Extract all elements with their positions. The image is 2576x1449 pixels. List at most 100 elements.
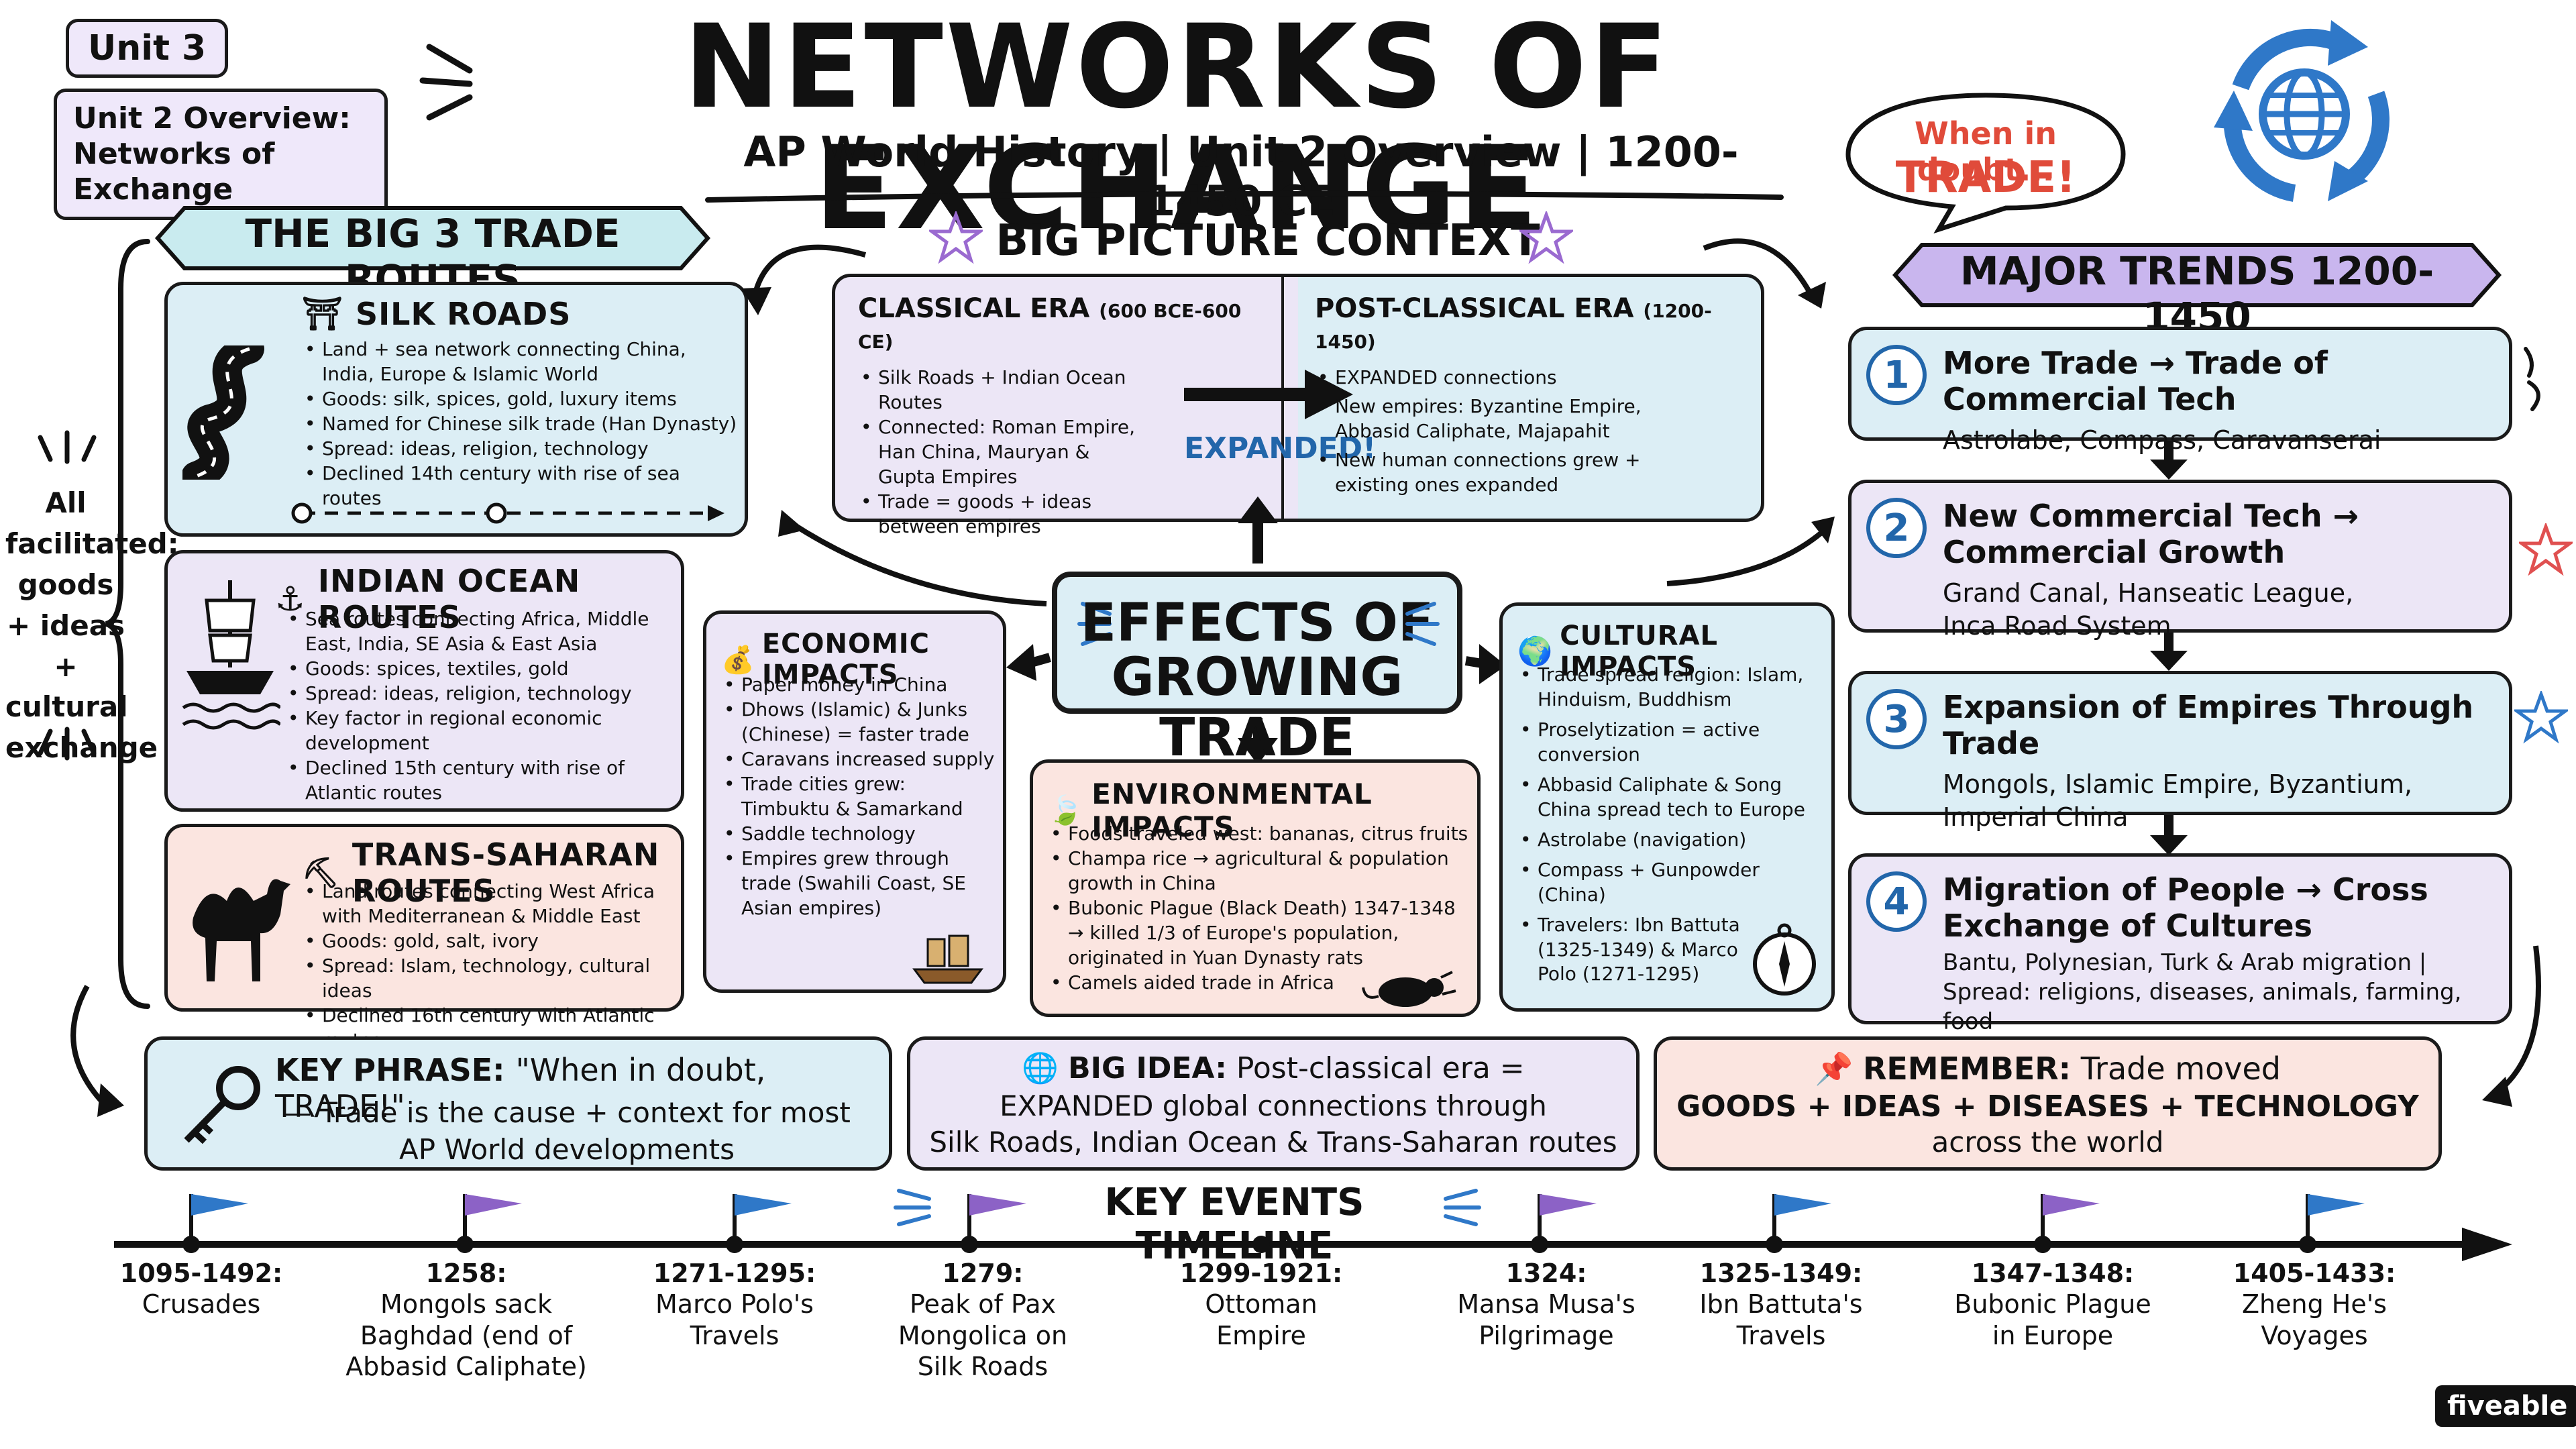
key-phrase-label: KEY PHRASE:	[275, 1052, 505, 1088]
cultural-card: 🌍 CULTURAL IMPACTS Trade spread religion…	[1499, 602, 1835, 1012]
emphasis-lines-icon	[38, 430, 97, 464]
ship-icon	[182, 580, 280, 730]
silk-roads-card: ⛩ SILK ROADS Land + sea network connecti…	[164, 282, 748, 537]
big-idea-body-1: Post-classical era =	[1236, 1051, 1525, 1085]
trend-sub: Bantu, Polynesian, Turk & Arab migration…	[1943, 949, 2462, 1036]
star-icon	[1519, 211, 1573, 264]
trend-title: Expansion of Empires Through Trade	[1943, 689, 2474, 761]
classical-title: CLASSICAL ERA	[858, 293, 1090, 324]
big3-banner-shape	[154, 206, 711, 270]
classical-item: Silk Roads + Indian Ocean Routes	[858, 366, 1146, 415]
post-item: New human connections grew + existing on…	[1315, 448, 1704, 498]
timeline-axis	[114, 1194, 2512, 1261]
environmental-card: 🍃 ENVIRONMENTAL IMPACTS Foods traveled w…	[1030, 759, 1481, 1017]
classical-item: Connected: Roman Empire, Han China, Maur…	[858, 415, 1146, 490]
camel-icon	[193, 879, 290, 981]
key-phrase-quote: "When in doubt, TRADE!"	[275, 1052, 766, 1124]
environmental-item: Foods traveled west: bananas, citrus fru…	[1048, 822, 1470, 847]
classical-item: Trade = goods + ideas between empires	[858, 490, 1146, 539]
emphasis-lines-icon	[1077, 602, 1112, 646]
silk-item: Declined 14th century with rise of sea r…	[302, 462, 738, 511]
sahara-item: Goods: gold, salt, ivory	[302, 929, 678, 954]
trend-number: 3	[1866, 689, 1927, 749]
economic-card: 💰 ECONOMIC IMPACTS Paper money in China …	[703, 610, 1006, 993]
big-idea-card: 🌐 BIG IDEA: Post-classical era = EXPANDE…	[907, 1036, 1640, 1171]
trend-title: More Trade → Trade of Commercial Tech	[1943, 345, 2328, 417]
key-icon	[184, 1066, 260, 1144]
brand-logo[interactable]: fiveable	[2435, 1385, 2576, 1427]
sahara-item: Spread: Islam, technology, cultural idea…	[302, 954, 678, 1004]
key-phrase-body: — Trade is the cause + context for most …	[283, 1096, 851, 1166]
trend-sub: Mongols, Islamic Empire, Byzantium, Impe…	[1943, 769, 2412, 833]
trend-sub: Astrolabe, Compass, Caravanserai	[1943, 425, 2381, 455]
post-title: POST-CLASSICAL ERA	[1315, 293, 1634, 324]
title-underline	[705, 191, 1784, 203]
indian-item: Spread: ideas, religion, technology	[285, 682, 674, 706]
effects-center-box: EFFECTS OF GROWING TRADE	[1052, 572, 1462, 768]
globe-icon: 🌐	[1022, 1051, 1059, 1085]
emphasis-lines-icon	[2524, 347, 2540, 411]
remember-label: REMEMBER:	[1862, 1051, 2072, 1087]
context-heading: BIG PICTURE CONTEXT	[996, 216, 1540, 266]
post-item: EXPANDED connections	[1315, 366, 1704, 390]
indian-item: Key factor in regional economic developm…	[285, 706, 674, 756]
economic-item: Saddle technology	[721, 822, 996, 847]
trend-title: New Commercial Tech → Commercial Growth	[1943, 498, 2359, 570]
trend-number: 4	[1866, 871, 1927, 932]
environmental-item: Bubonic Plague (Black Death) 1347-1348 →…	[1048, 896, 1470, 971]
speech-line-1: When in doubt...	[1915, 115, 2057, 188]
trend-card-4: 4 Migration of People → Cross Exchange o…	[1848, 853, 2512, 1035]
timeline-event: 1324:Mansa Musa's Pilgrimage	[1457, 1258, 1635, 1350]
silk-item: Spread: ideas, religion, technology	[302, 437, 738, 462]
junk-ship-icon	[912, 934, 983, 984]
key-phrase-card: KEY PHRASE: "When in doubt, TRADE!" — Tr…	[144, 1036, 892, 1171]
timeline-event: 1325-1349:Ibn Battuta's Travels	[1699, 1258, 1863, 1350]
post-dates: (1200-1450)	[1315, 300, 1712, 353]
timeline-event: 1299-1921:Ottoman Empire	[1179, 1258, 1343, 1350]
star-icon	[929, 211, 983, 264]
classical-dates: (600 BCE-600 CE)	[858, 300, 1242, 353]
economic-item: Dhows (Islamic) & Junks (Chinese) = fast…	[721, 698, 996, 747]
trend-number: 1	[1866, 345, 1927, 405]
emphasis-lines-icon	[38, 727, 97, 761]
trends-banner: MAJOR TRENDS 1200-1450	[1960, 248, 2434, 339]
center-line-2: GROWING TRADE	[1111, 647, 1403, 768]
trends-banner-shape	[1892, 243, 2502, 307]
trend-sub: Grand Canal, Hanseatic League, Inca Road…	[1943, 578, 2354, 641]
emphasis-lines-icon	[1444, 1189, 1481, 1226]
center-line-1: EFFECTS OF	[1080, 593, 1434, 653]
environmental-item: Champa rice → agricultural & population …	[1048, 847, 1470, 896]
big-idea-label: BIG IDEA:	[1068, 1051, 1227, 1085]
cultural-item: Compass + Gunpowder (China)	[1517, 858, 1826, 908]
cultural-item: Abbasid Caliphate & Song China spread te…	[1517, 773, 1826, 822]
trend-card-1: 1 More Trade → Trade of Commercial Tech …	[1848, 327, 2512, 455]
indian-ocean-card: ⚓ INDIAN OCEAN ROUTES Sea routes connect…	[164, 550, 684, 812]
timeline-event: 1258:Mongols sack Baghdad (end of Abbasi…	[345, 1258, 587, 1382]
compass-icon	[1753, 923, 1816, 996]
timeline-event: 1279:Peak of Pax Mongolica on Silk Roads	[898, 1258, 1068, 1382]
page-subtitle: AP World History | Unit 2 Overview | 120…	[743, 127, 1739, 225]
pushpin-icon: 📌	[1815, 1051, 1854, 1087]
timeline-event: 1405-1433:Zheng He's Voyages	[2233, 1258, 2396, 1350]
environmental-item: Camels aided trade in Africa	[1048, 971, 1363, 996]
globe-icon: 🌍	[1517, 635, 1554, 667]
timeline-markers	[182, 1194, 2365, 1253]
speech-line-2: TRADE!	[1895, 153, 2076, 203]
silk-item: Named for Chinese silk trade (Han Dynast…	[302, 412, 738, 437]
economic-item: Caravans increased supply	[721, 747, 996, 772]
speech-bubble-shape	[1845, 93, 2126, 234]
trans-saharan-card: ⛏ TRANS-SAHARAN ROUTES Land routes conne…	[164, 824, 684, 1051]
trend-card-2: 2 New Commercial Tech → Commercial Growt…	[1848, 480, 2512, 641]
unit-tag: Unit 3	[66, 19, 229, 78]
trend-title: Migration of People → Cross Exchange of …	[1943, 871, 2428, 944]
indian-item: Declined 15th century with rise of Atlan…	[285, 756, 674, 806]
emphasis-lines-icon	[1405, 602, 1440, 646]
leaf-icon: 🍃	[1048, 794, 1084, 826]
remember-body-1: Trade moved	[2080, 1051, 2281, 1087]
trend-card-3: 3 Expansion of Empires Through Trade Mon…	[1848, 671, 2512, 832]
route-line-icon	[291, 502, 724, 524]
sahara-item: Land routes connecting West Africa with …	[302, 879, 678, 929]
big-idea-body-2: EXPANDED global connections through	[1000, 1089, 1547, 1122]
context-card: CLASSICAL ERA (600 BCE-600 CE) Silk Road…	[832, 274, 1764, 537]
